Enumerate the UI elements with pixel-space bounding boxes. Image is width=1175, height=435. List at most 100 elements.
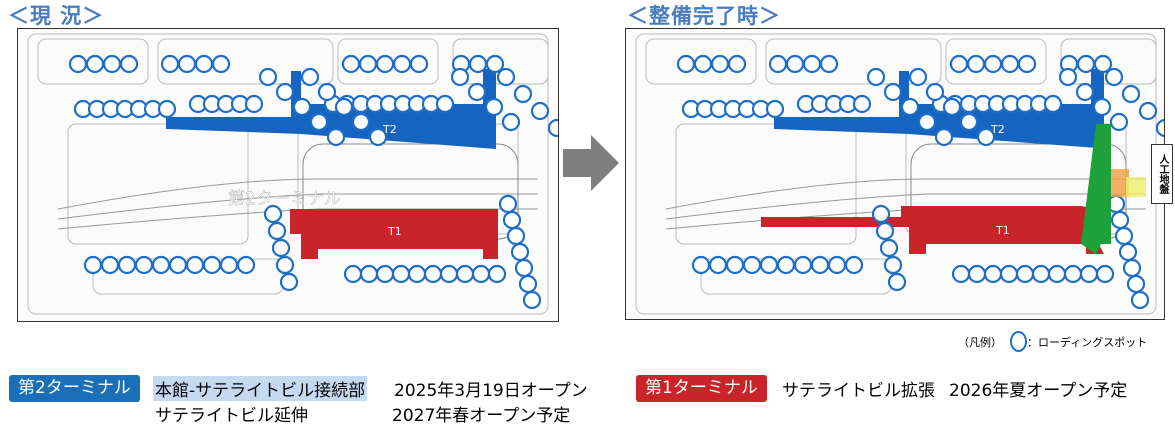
loading-spot: [513, 84, 533, 104]
artificial-ground-callout: 人工地盤: [1151, 144, 1173, 204]
loading-spot: [358, 54, 378, 74]
loading-spot: [793, 255, 813, 275]
loading-spot: [1118, 242, 1138, 262]
loading-spot: [177, 54, 197, 74]
loading-spot: [883, 255, 903, 275]
loading-spot: [423, 264, 443, 284]
loading-spot: [1063, 264, 1083, 284]
loading-spot: [1126, 274, 1146, 294]
loading-spot: [879, 238, 899, 258]
taxiway-line: [57, 193, 538, 220]
loading-spot: [300, 67, 320, 87]
title-completed: ＜整備完了時＞: [627, 4, 781, 28]
loading-spot: [1017, 54, 1037, 74]
loading-spot: [117, 255, 137, 275]
apron-outline: [645, 38, 757, 85]
title-current: ＜現 況＞: [8, 4, 105, 28]
loading-spot: [68, 54, 88, 74]
loading-spot: [219, 255, 239, 275]
loading-spot: [802, 54, 822, 74]
loading-spot: [100, 255, 120, 275]
t2-date-2: 2027年春オープン予定: [392, 406, 571, 426]
terminal1-building: [761, 206, 1104, 254]
loading-spot: [1095, 264, 1115, 284]
loading-spot: [468, 54, 488, 74]
t2-item-1: 本館-サテライトビル接続部: [153, 376, 368, 401]
loading-spot: [727, 54, 747, 74]
apron-outline: [157, 38, 334, 85]
loading-spot: [871, 204, 891, 224]
loading-spot: [966, 54, 986, 74]
t2-item-2: サテライトビル延伸: [155, 406, 308, 426]
loading-spot: [275, 255, 295, 275]
loading-spot: [1043, 94, 1063, 114]
loading-spot: [1031, 264, 1051, 284]
loading-spot: [498, 194, 518, 214]
loading-spot: [275, 82, 295, 102]
loading-spot: [309, 112, 329, 132]
taxiway-line: [665, 178, 1146, 210]
legend: （凡例） ：ローディングスポット: [958, 331, 1147, 352]
artificial-ground-area: [1126, 177, 1146, 197]
loading-spot: [439, 264, 459, 284]
loading-spot: [908, 67, 928, 87]
loading-spot: [676, 54, 696, 74]
loading-spot-icon: [1010, 331, 1027, 352]
loading-spot: [351, 112, 371, 132]
terminal1-badge: 第1ターミナル: [636, 375, 767, 402]
loading-spot: [375, 264, 395, 284]
loading-spot: [194, 54, 214, 74]
loading-spot: [1114, 226, 1134, 246]
expansion-area: [1081, 124, 1111, 254]
loading-spot: [244, 94, 264, 114]
loading-spot: [1047, 264, 1067, 284]
loading-spot: [501, 112, 521, 132]
loading-spot: [852, 94, 872, 114]
loading-spot: [900, 97, 920, 117]
loading-spot: [317, 82, 337, 102]
artificial-ground-area: [1111, 169, 1129, 197]
legend-prefix: （凡例）: [958, 335, 1002, 349]
loading-spot: [1104, 67, 1124, 87]
loading-spot: [1155, 118, 1164, 138]
loading-spot: [271, 238, 291, 258]
loading-spot: [999, 264, 1019, 284]
loading-spot: [844, 255, 864, 275]
loading-spot: [455, 264, 475, 284]
loading-spot: [359, 264, 379, 284]
loading-spot: [1093, 54, 1113, 74]
loading-spot: [810, 255, 830, 275]
arrow-right-icon: [563, 135, 619, 191]
loading-spot: [496, 67, 516, 87]
loading-spot: [341, 54, 361, 74]
loading-spot: [1138, 101, 1158, 121]
loading-spot: [1015, 264, 1035, 284]
loading-spot: [157, 99, 177, 119]
loading-spot: [522, 290, 542, 310]
loading-spot: [1110, 210, 1130, 230]
loading-spot: [502, 210, 522, 230]
loading-spot: [1058, 67, 1078, 87]
loading-spot: [883, 82, 903, 102]
loading-spot: [547, 118, 558, 138]
loading-spot: [768, 54, 788, 74]
apron-outline: [945, 38, 1047, 85]
taxiway-line: [57, 178, 538, 210]
loading-spot: [518, 274, 538, 294]
loading-spot: [742, 255, 762, 275]
terminal2-badge: 第2ターミナル: [9, 375, 140, 402]
loading-spot: [949, 54, 969, 74]
apron-outline: [27, 33, 549, 315]
loading-spot: [326, 127, 346, 147]
loading-spot: [484, 97, 504, 117]
loading-spot: [267, 221, 287, 241]
t1-label: T1: [995, 224, 1010, 237]
loading-spot: [151, 255, 171, 275]
loading-spot: [934, 127, 954, 147]
apron-outline: [337, 38, 439, 85]
loading-spot: [83, 255, 103, 275]
loading-spot: [765, 99, 785, 119]
loading-spot: [485, 54, 505, 74]
loading-spot: [211, 54, 231, 74]
